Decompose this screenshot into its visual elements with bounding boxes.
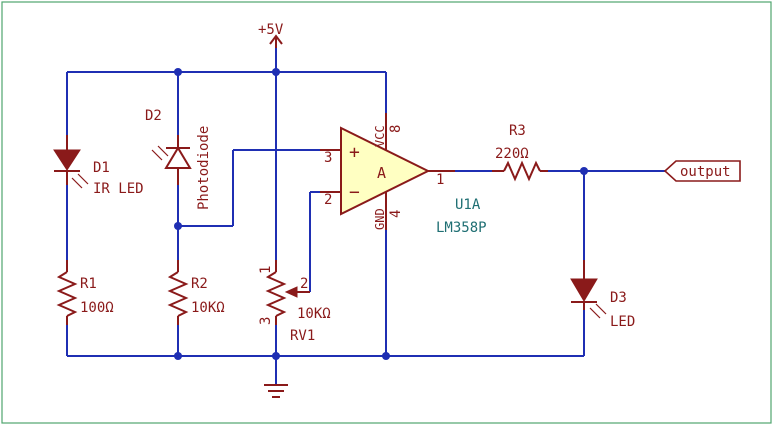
- rv1-pin2: 2: [300, 276, 308, 292]
- d2-photodiode-symbol: [151, 135, 192, 185]
- opamp-pin3: 3: [324, 150, 332, 166]
- r1-ref: R1: [80, 276, 97, 292]
- d3-ref: D3: [610, 290, 627, 306]
- rv1-ref: RV1: [290, 328, 315, 344]
- rv1-pin3: 3: [258, 317, 274, 325]
- d2-value: Photodiode: [196, 126, 212, 210]
- u1-ref: U1A: [455, 197, 481, 213]
- r3-ref: R3: [509, 123, 526, 139]
- u1a-opamp-symbol: [320, 113, 455, 230]
- rv1-pin1: 1: [258, 266, 274, 274]
- opamp-pin8: 8: [388, 125, 404, 133]
- r1-resistor-symbol: [56, 260, 78, 325]
- opamp-gnd-label: GND: [373, 208, 387, 230]
- power-label: +5V: [258, 22, 284, 38]
- opamp-unit-label: A: [377, 164, 386, 182]
- r2-resistor-symbol: [167, 260, 189, 325]
- output-port: output: [663, 160, 741, 182]
- r2-value: 10KΩ: [191, 300, 225, 316]
- power-5v-symbol: +5V: [258, 22, 284, 48]
- d1-ir-led-symbol: [53, 135, 89, 189]
- junctions: [174, 68, 588, 360]
- r3-value: 220Ω: [495, 146, 529, 162]
- rv1-potentiometer-symbol: [265, 260, 310, 325]
- opamp-pin2: 2: [324, 192, 332, 208]
- d2-ref: D2: [145, 108, 162, 124]
- u1-value: LM358P: [436, 220, 487, 236]
- output-label: output: [680, 164, 731, 180]
- opamp-vcc-label: VCC: [373, 125, 387, 147]
- opamp-pin4: 4: [388, 210, 404, 218]
- opamp-minus-sign: −: [349, 182, 360, 203]
- ground-symbol: [264, 384, 288, 398]
- wires: [66, 45, 665, 385]
- opamp-pin1: 1: [436, 172, 444, 188]
- d3-value: LED: [610, 314, 635, 330]
- d1-ref: D1: [93, 160, 110, 176]
- d1-value: IR LED: [93, 181, 144, 197]
- r3-resistor-symbol: [492, 160, 548, 182]
- d3-led-symbol: [570, 260, 607, 319]
- rv1-value: 10KΩ: [297, 306, 331, 322]
- r1-value: 100Ω: [80, 300, 114, 316]
- opamp-plus-sign: +: [349, 142, 360, 163]
- r2-ref: R2: [191, 276, 208, 292]
